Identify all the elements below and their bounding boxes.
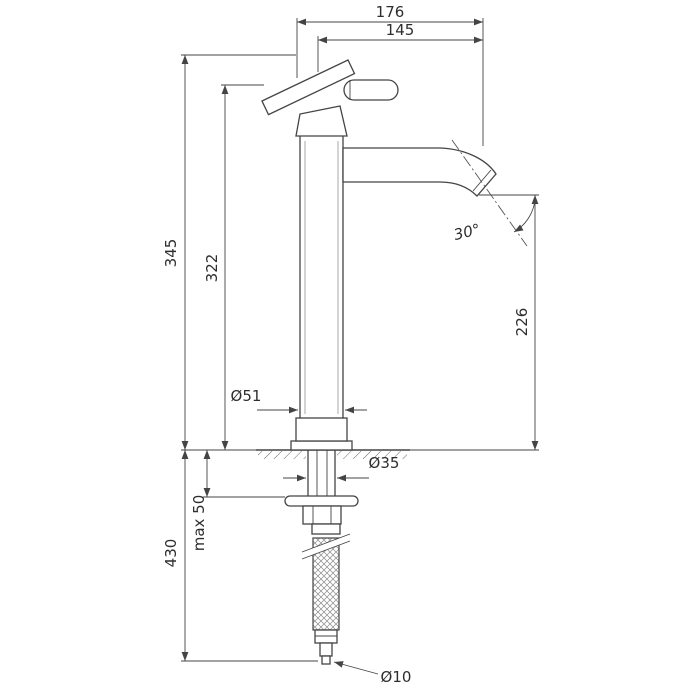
dim-label-max50: max 50 — [190, 495, 208, 552]
horseshoe-washer — [284, 495, 359, 507]
lever-handle — [261, 59, 356, 116]
cartridge-cap — [295, 105, 348, 137]
angle-arc-30 — [513, 199, 536, 233]
hose-ferrule — [314, 629, 338, 644]
dim-label-176: 176 — [376, 3, 405, 21]
dim-label-d35: Ø35 — [369, 454, 400, 472]
hose-connector — [311, 523, 341, 535]
surface-hatch-left — [258, 451, 306, 459]
mounting-surface — [181, 449, 539, 459]
hose-break-line — [301, 533, 351, 553]
dim-label-d10: Ø10 — [381, 668, 412, 686]
spout — [342, 147, 497, 197]
dim-label-322: 322 — [203, 254, 221, 283]
dimensions: 176 145 345 322 226 30° Ø51 Ø35 max 50 — [162, 3, 539, 686]
dim-label-345: 345 — [162, 239, 180, 268]
base-step — [295, 417, 348, 442]
dim-label-430: 430 — [162, 539, 180, 568]
angle-label-30: 30° — [452, 220, 482, 244]
dim-label-226: 226 — [513, 308, 531, 337]
handle-grip — [343, 79, 399, 101]
faucet-body — [261, 59, 497, 665]
hose-end-tube — [319, 642, 333, 657]
leader-line-d10 — [333, 661, 379, 675]
hose-end-cap — [321, 655, 331, 665]
surface-hatch-right — [337, 451, 407, 459]
aerator-face-line — [472, 169, 492, 192]
hose-break-gap — [302, 534, 350, 559]
dim-label-d51: Ø51 — [231, 387, 262, 405]
base-flange — [290, 440, 353, 451]
dim-label-145: 145 — [386, 21, 415, 39]
fixing-nut — [302, 505, 342, 525]
hose-break-line — [301, 540, 351, 560]
